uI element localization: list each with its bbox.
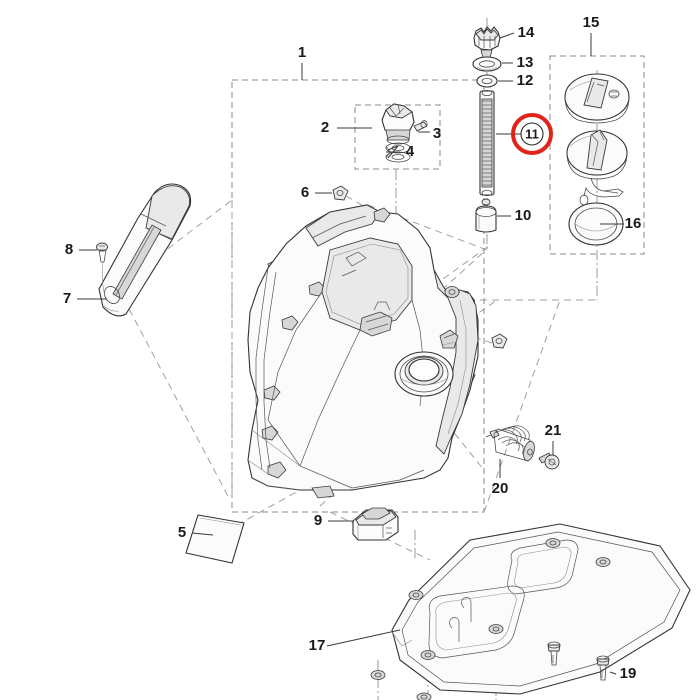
tank-filler-port — [394, 351, 454, 397]
cover-screw-1 — [547, 641, 561, 666]
callout-label-5: 5 — [178, 524, 186, 541]
mount-dash-2 — [117, 287, 231, 501]
hose-ribs — [482, 100, 492, 186]
callout-label-13: 13 — [517, 54, 534, 71]
callout-label-17: 17 — [309, 637, 326, 654]
mount-dash-6 — [446, 423, 485, 471]
part-fuel-cap-assembly — [564, 73, 630, 246]
callout-label-7: 7 — [63, 290, 71, 307]
part-spring-damper — [485, 425, 535, 462]
callout-label-12: 12 — [517, 72, 534, 89]
grommet-nut-5 — [491, 333, 508, 349]
part-damper-screw — [538, 452, 560, 470]
callout-label-15: 15 — [583, 14, 600, 31]
callout-bubble-11 — [520, 122, 544, 146]
part-o-ring-small — [476, 74, 498, 88]
part-tank-cap-assembly — [381, 103, 428, 163]
leader-lines — [77, 32, 624, 675]
part-fuel-tank-housing — [247, 204, 479, 499]
cover-mount-holes — [370, 538, 611, 680]
part-bottom-partial — [416, 692, 432, 700]
group-box-15 — [549, 55, 645, 255]
callout-labels: 1 2 3 4 5 6 7 8 9 10 11 12 13 14 15 16 1… — [63, 14, 642, 682]
tank-latch-detail — [439, 329, 459, 349]
part-handle-bar-grip — [96, 183, 192, 317]
part-fuel-hose — [479, 90, 495, 196]
highlight-circle — [511, 113, 553, 155]
callout-label-9: 9 — [314, 512, 322, 529]
fuel-cap-lower — [566, 129, 628, 206]
callout-label-20: 20 — [492, 480, 509, 497]
callout-label-19: 19 — [620, 665, 637, 682]
callout-label-16: 16 — [625, 215, 642, 232]
part-rubber-buffer-block — [352, 507, 399, 541]
leader-5 — [191, 532, 214, 536]
callout-label-21: 21 — [545, 422, 562, 439]
spring-coils — [495, 425, 530, 458]
mount-dash-4 — [367, 204, 488, 251]
callout-label-2: 2 — [321, 119, 329, 136]
mount-dash-11 — [483, 299, 561, 513]
part-fuel-filter — [475, 198, 497, 233]
cover-screw-2 — [596, 655, 610, 681]
callout-label-3: 3 — [433, 125, 441, 142]
mount-dash-13 — [329, 511, 431, 561]
callout-label-6: 6 — [301, 184, 309, 201]
leader-17 — [326, 629, 401, 647]
tank-clamp-detail — [359, 301, 393, 337]
part-retaining-screw — [413, 120, 428, 132]
part-bottom-cover-plate — [370, 523, 691, 695]
callout-label-14: 14 — [518, 24, 535, 41]
callout-label-10: 10 — [515, 207, 532, 224]
part-o-ring-large — [472, 56, 502, 72]
part-tank-vent-valve — [473, 26, 501, 64]
grommet-nut-1 — [332, 185, 349, 201]
callout-label-8: 8 — [65, 241, 73, 258]
part-handle-screw — [96, 242, 108, 263]
part-cover-screws — [547, 641, 610, 681]
callout-label-4: 4 — [406, 143, 415, 160]
callout-label-1: 1 — [298, 44, 306, 61]
fuel-cap-upper — [564, 73, 630, 124]
highlight-ring-11 — [511, 113, 553, 155]
part-gasket-plate — [185, 514, 245, 564]
callout-label-11: 11 — [525, 126, 539, 141]
leader-14 — [499, 32, 515, 39]
leader-19 — [609, 671, 617, 675]
mount-dash-10 — [236, 489, 301, 526]
tank-boss-right — [444, 286, 460, 298]
